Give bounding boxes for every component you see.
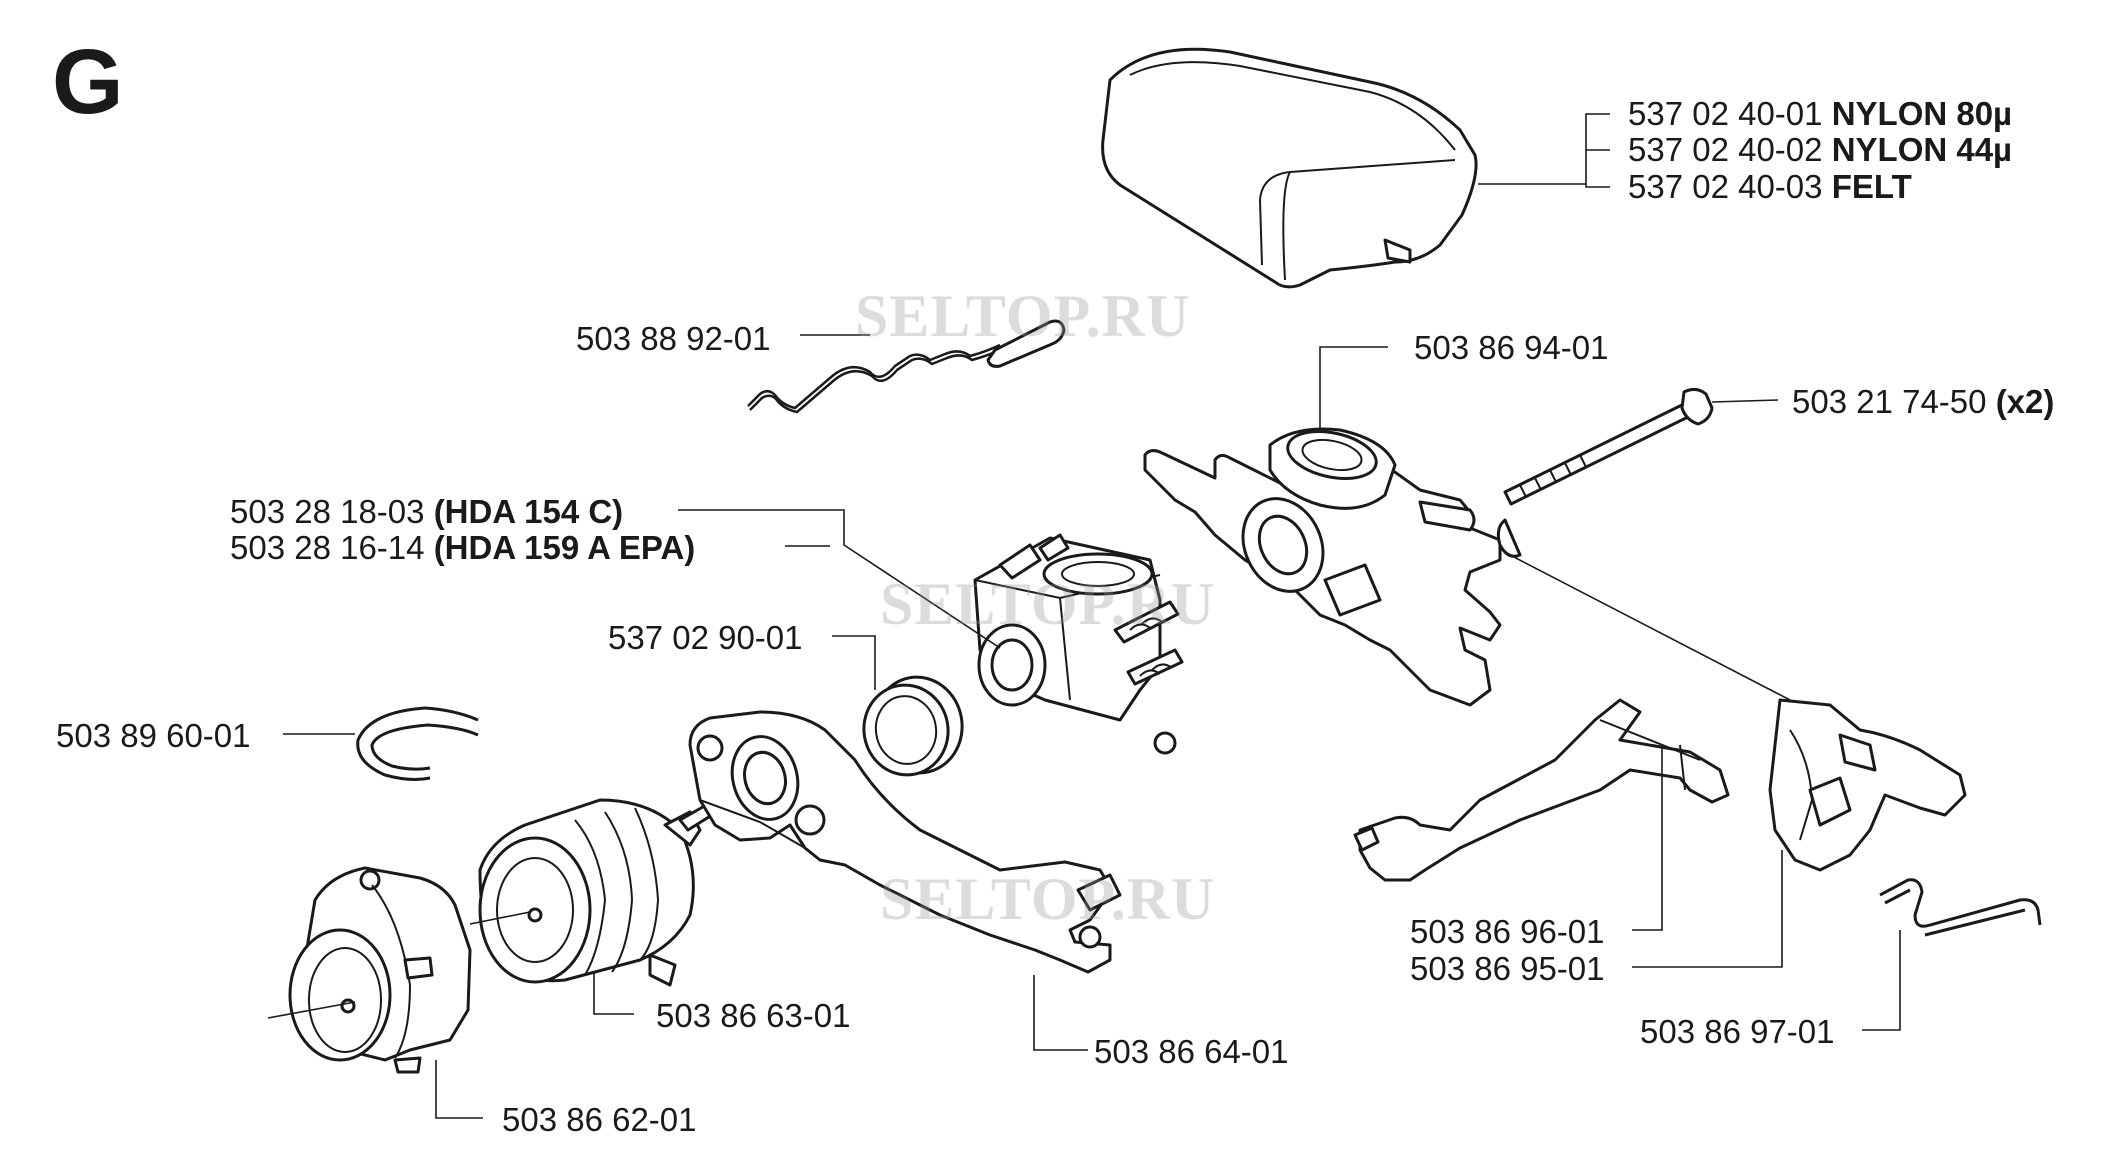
label-filter-housing[interactable]: 503 86 62-01	[502, 1101, 697, 1138]
label-circlip[interactable]: 503 89 60-01	[56, 717, 251, 754]
bolt-drawing	[1496, 387, 1714, 558]
label-intake-manifold[interactable]: 503 86 94-01	[1414, 329, 1609, 366]
label-intake-boot[interactable]: 503 86 63-01	[656, 997, 851, 1034]
label-spring-clip[interactable]: 503 86 97-01	[1640, 1013, 1835, 1050]
label-carburettor-hda159a[interactable]: 503 28 16-14 (HDA 159 A EPA)	[230, 529, 696, 566]
air-filter-drawing	[1101, 47, 1478, 289]
circlip-drawing	[356, 706, 479, 781]
carburettor-drawing	[973, 533, 1184, 755]
leader-lines	[267, 113, 1901, 1119]
watermark: SELTOP.RU	[880, 571, 1216, 637]
label-carburettor-hda154c[interactable]: 503 28 18-03 (HDA 154 C)	[230, 493, 624, 530]
filter-housing-drawing	[288, 866, 472, 1074]
label-choke-lever[interactable]: 503 86 95-01	[1410, 950, 1605, 987]
choke-lever-drawing	[1768, 698, 1967, 872]
label-carburettor-bracket[interactable]: 503 86 64-01	[1094, 1033, 1289, 1070]
label-sleeve[interactable]: 537 02 90-01	[608, 619, 803, 656]
spring-clip-drawing	[1879, 878, 2042, 937]
label-throttle-rod[interactable]: 503 88 92-01	[576, 320, 771, 357]
sleeve-drawing	[862, 675, 964, 777]
label-filter-nylon-80[interactable]: 537 02 40-01 NYLON 80µ	[1628, 95, 2013, 132]
label-filter-felt[interactable]: 537 02 40-03 FELT	[1628, 168, 1912, 205]
label-throttle-lever[interactable]: 503 86 96-01	[1410, 913, 1605, 950]
throttle-rod-drawing	[747, 319, 1066, 414]
section-letter: G	[52, 31, 124, 133]
intake-manifold-drawing	[1143, 427, 1502, 707]
label-filter-nylon-44[interactable]: 537 02 40-02 NYLON 44µ	[1628, 131, 2013, 168]
watermark: SELTOP.RU	[880, 866, 1216, 932]
carburettor-bracket-drawing	[688, 710, 1122, 974]
throttle-lever-drawing	[1353, 698, 1730, 882]
watermark: SELTOP.RU	[855, 283, 1191, 349]
label-bolt[interactable]: 503 21 74-50 (x2)	[1792, 383, 2055, 420]
intake-boot-drawing	[478, 798, 722, 987]
